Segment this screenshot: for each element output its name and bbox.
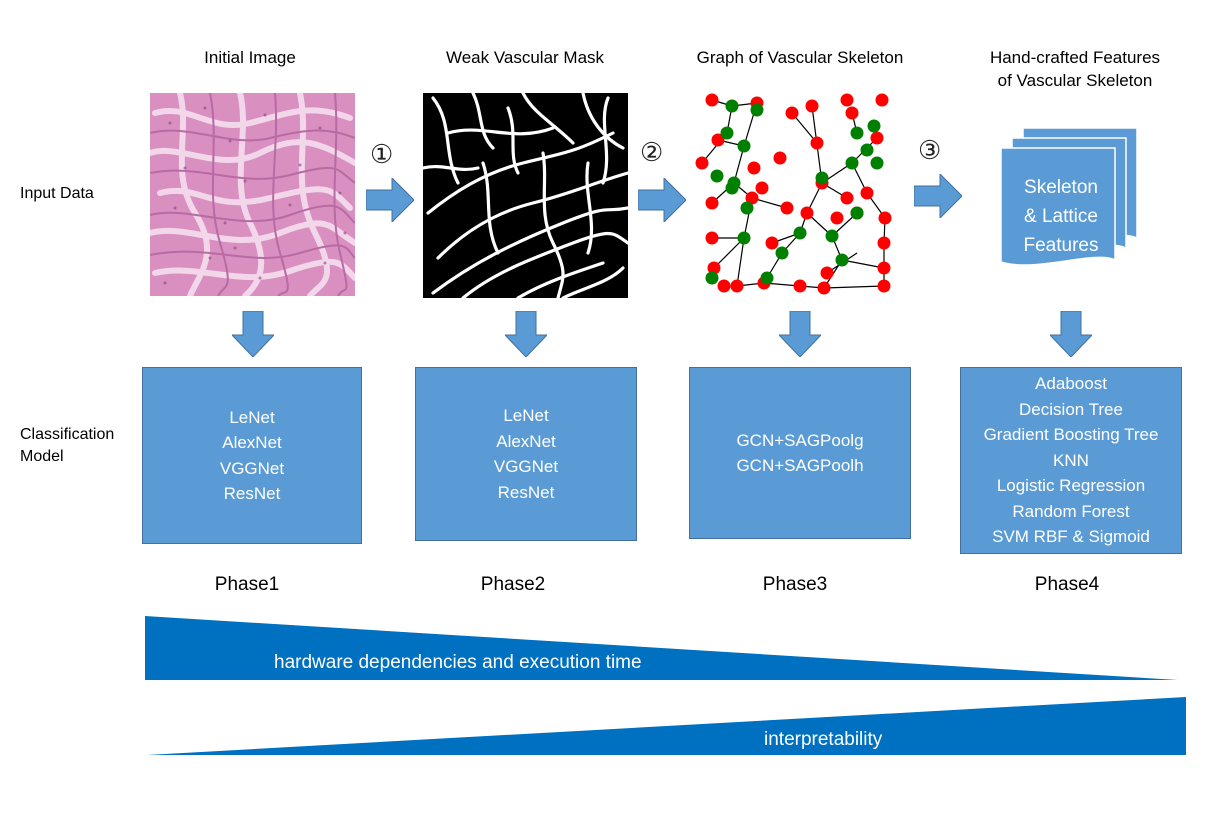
wedge-label-interpretability: interpretability	[764, 729, 883, 750]
features-doc-text: Skeleton & Lattice Features	[1001, 173, 1121, 260]
step-number-2: ②	[640, 137, 664, 167]
row-label-model-line2: Model	[20, 448, 64, 465]
weak-vascular-mask-image	[423, 93, 628, 298]
model-item: ResNet	[497, 482, 555, 502]
model-item: VGGNet	[493, 457, 559, 476]
model-item: SVM RBF & Sigmoid	[992, 527, 1150, 547]
title-handcrafted-line2: of Vascular Skeleton	[997, 71, 1153, 90]
vascular-skeleton-graph	[695, 93, 892, 295]
model-item: LeNet	[503, 406, 549, 425]
model-item: Gradient Boosting Tree	[983, 425, 1159, 445]
model-item: VGGNet	[219, 458, 285, 478]
row-label-classification-model: Classification Model	[20, 424, 114, 468]
step-number-3: ③	[918, 135, 942, 165]
down-arrow-icon	[1050, 311, 1092, 357]
right-arrow-icon	[638, 178, 686, 222]
phase-label-3: Phase3	[762, 574, 828, 595]
features-doc-line2: & Lattice	[1024, 206, 1098, 227]
title-handcrafted-features: Hand-crafted Features of Vascular Skelet…	[955, 46, 1195, 92]
model-item: Random Forest	[1012, 501, 1130, 521]
down-arrow-icon	[505, 311, 547, 357]
down-arrow-icon	[779, 311, 821, 357]
title-handcrafted-line1: Hand-crafted Features	[989, 48, 1161, 67]
model-item: GCN+SAGPoolh	[736, 456, 864, 475]
phase-label-1: Phase1	[214, 574, 280, 595]
model-item: KNN	[1053, 450, 1089, 470]
right-arrow-icon	[914, 174, 962, 218]
right-arrow-icon	[366, 178, 414, 222]
model-item: Logistic Regression	[996, 476, 1146, 496]
step-number-1: ①	[370, 139, 394, 169]
phase-label-4: Phase4	[1034, 574, 1100, 595]
model-box-phase1: LeNet AlexNet VGGNet ResNet	[142, 367, 362, 544]
title-graph-vascular-skeleton: Graph of Vascular Skeleton	[696, 48, 904, 67]
row-label-input-data: Input Data	[20, 185, 94, 202]
model-item: AlexNet	[496, 431, 556, 451]
down-arrow-icon	[232, 311, 274, 357]
model-box-phase3: GCN+SAGPoolg GCN+SAGPoolh	[689, 367, 911, 539]
model-item: AlexNet	[222, 433, 282, 452]
initial-image-tissue	[150, 93, 355, 296]
wedge-label-hardware-time: hardware dependencies and execution time	[274, 652, 642, 673]
features-doc-line1: Skeleton	[1024, 177, 1098, 198]
model-item: GCN+SAGPoolg	[736, 430, 864, 450]
row-label-model-line1: Classification	[20, 426, 115, 443]
phase-label-2: Phase2	[480, 574, 546, 595]
model-box-phase4: Adaboost Decision Tree Gradient Boosting…	[960, 367, 1182, 554]
features-document-stack	[1000, 128, 1138, 266]
features-doc-line3: Features	[1023, 235, 1099, 256]
model-item: LeNet	[229, 407, 275, 427]
title-weak-vascular-mask: Weak Vascular Mask	[445, 48, 605, 67]
model-box-phase2: LeNet AlexNet VGGNet ResNet	[415, 367, 637, 541]
model-item: ResNet	[223, 484, 281, 503]
model-item: Adaboost	[1035, 374, 1107, 394]
model-item: Decision Tree	[1019, 399, 1123, 419]
title-initial-image: Initial Image	[204, 48, 296, 67]
